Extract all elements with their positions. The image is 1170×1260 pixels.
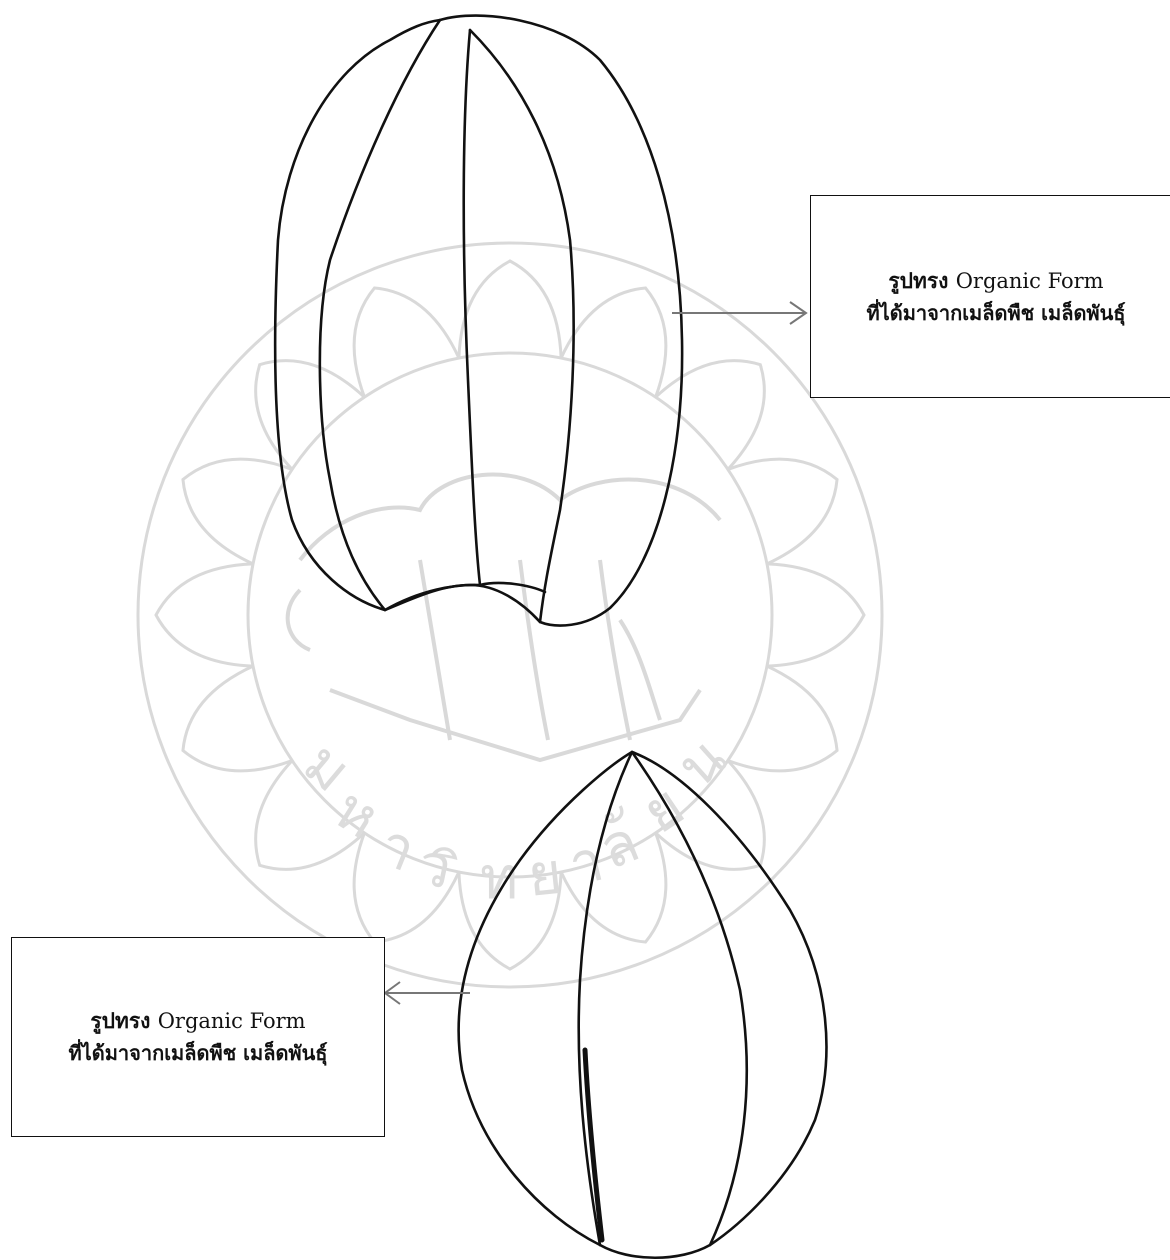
callout-bottom-desc: ที่ได้มาจากเมล็ดพืช เมล็ดพันธุ์ bbox=[68, 1037, 327, 1069]
top-seed-outline bbox=[275, 16, 682, 626]
bottom-seed-outline bbox=[459, 752, 827, 1258]
callout-top-title-en: Organic Form bbox=[956, 269, 1104, 293]
bottom-seed-ridge-right bbox=[632, 752, 747, 1245]
callout-top-desc: ที่ได้มาจากเมล็ดพืช เมล็ดพันธุ์ bbox=[866, 297, 1125, 329]
bottom-seed-ridge-left bbox=[579, 752, 632, 1245]
callout-bottom: รูปทรง Organic Form ที่ได้มาจากเมล็ดพืช … bbox=[11, 937, 385, 1137]
top-seed-ridge-center bbox=[464, 30, 480, 585]
callout-top-title-th: รูปทรง bbox=[888, 268, 948, 293]
callout-bottom-title: รูปทรง Organic Form bbox=[90, 1005, 305, 1037]
callout-top: รูปทรง Organic Form ที่ได้มาจากเมล็ดพืช … bbox=[810, 195, 1170, 398]
top-seed-ridge-left bbox=[320, 20, 440, 610]
callout-bottom-title-en: Organic Form bbox=[158, 1009, 306, 1033]
callout-top-title: รูปทรง Organic Form bbox=[888, 265, 1103, 297]
top-seed-ridge-inner bbox=[470, 30, 574, 622]
callout-bottom-title-th: รูปทรง bbox=[90, 1008, 150, 1033]
